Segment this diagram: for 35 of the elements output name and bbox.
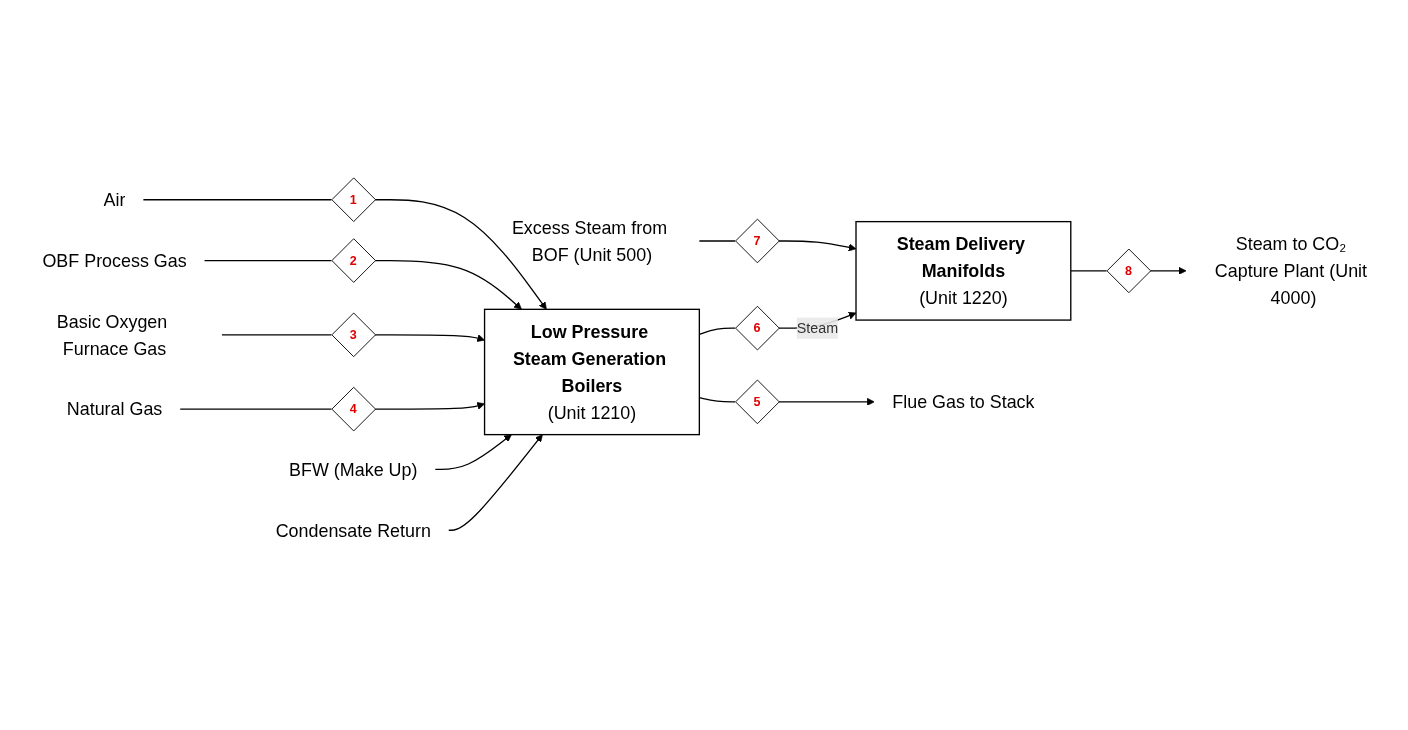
connector <box>1070 270 1108 272</box>
node-diamond: 4 <box>331 386 376 432</box>
node-text: Steam to CO₂ Capture Plant (Unit 4000) <box>1214 234 1368 308</box>
arrow <box>374 199 547 310</box>
arrow <box>448 434 543 531</box>
node-text: Natural Gas <box>66 399 163 419</box>
edge-label: Steam <box>796 320 839 336</box>
node-text: Condensate Return <box>275 520 431 541</box>
node-diamond: 8 <box>1106 248 1152 294</box>
node-text: Basic Oxygen Furnace Gas <box>56 311 168 359</box>
node-text: OBF Process Gas <box>42 250 187 271</box>
arrow <box>778 397 875 406</box>
arrow <box>374 259 522 310</box>
node-text: Excess Steam from BOF (Unit 500) <box>511 217 668 265</box>
node-text: Flue Gas to Stack <box>892 392 1035 412</box>
arrow <box>778 240 857 252</box>
arrow <box>1149 266 1187 275</box>
connector <box>698 240 736 242</box>
node-diamond: 1 <box>331 177 376 222</box>
node-diamond: 6 <box>735 305 780 351</box>
node-diamond: 5 <box>735 379 780 425</box>
arrow <box>374 334 485 342</box>
connector <box>179 408 333 410</box>
node-box: Steam Delivery Manifolds (Unit 1220) <box>855 220 1072 321</box>
node-text: BFW (Make Up) <box>289 459 418 480</box>
arrow <box>374 402 485 410</box>
node-text: Air <box>103 189 126 210</box>
connector <box>203 259 333 262</box>
node-diamond: 2 <box>331 238 376 283</box>
arrow <box>434 434 512 471</box>
node-box: Low Pressure Steam Generation Boilers (Unit 1210) <box>483 308 700 436</box>
connector <box>142 199 333 201</box>
node-diamond: 7 <box>735 218 780 264</box>
node-diamond: 3 <box>331 312 376 358</box>
connector <box>221 334 333 336</box>
